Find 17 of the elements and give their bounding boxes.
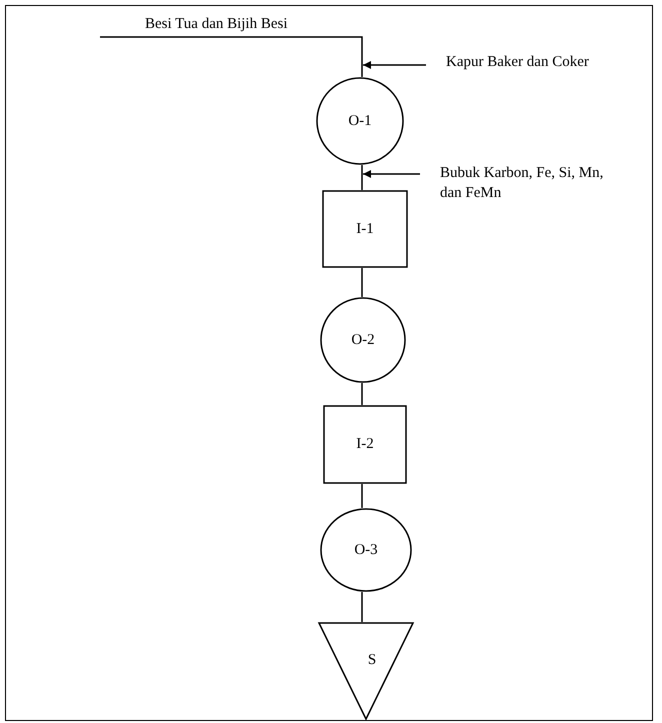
step-code: S	[368, 652, 376, 669]
step-code: I-2	[356, 436, 374, 453]
material-label: Kapur Baker dan Coker	[446, 54, 589, 71]
flow-line	[361, 268, 363, 297]
step-code: O-2	[351, 332, 375, 348]
step-code: O-1	[348, 112, 372, 130]
flow-line	[361, 484, 363, 508]
material-label: Bubuk Karbon, Fe, Si, Mn, dan FeMn	[440, 164, 604, 203]
flow-line	[361, 165, 363, 190]
step-code: I-1	[356, 220, 374, 238]
flow-line	[100, 36, 363, 77]
material-label: Besi Tua dan Bijih Besi	[145, 16, 288, 33]
step-code: O-3	[354, 542, 378, 558]
flow-line	[361, 383, 363, 405]
arrow	[363, 61, 426, 69]
flow-line	[361, 592, 363, 622]
arrow	[363, 170, 420, 178]
